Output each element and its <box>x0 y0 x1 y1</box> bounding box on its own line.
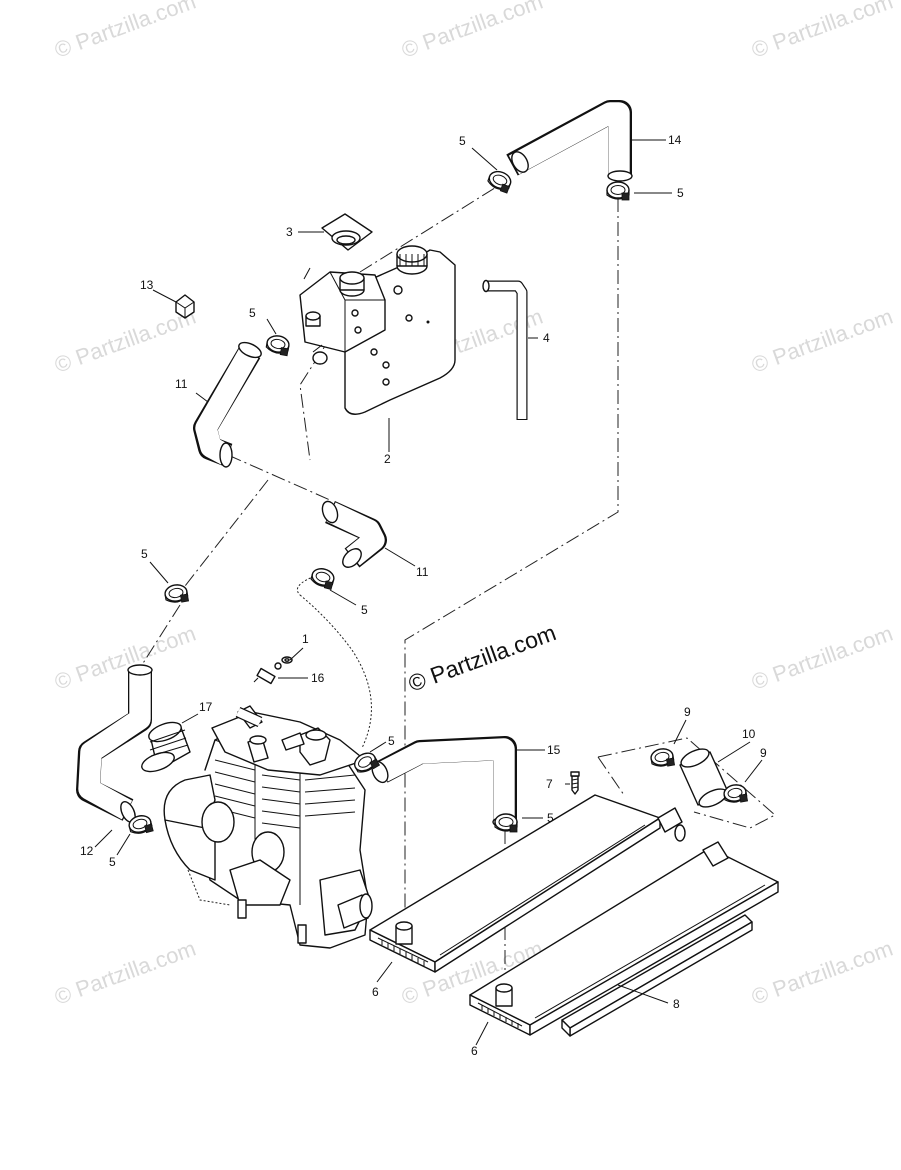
callout-5a: 5 <box>459 134 466 148</box>
callout-numbers: 1 2 3 4 5 5 5 5 5 5 5 5 6 6 7 8 9 9 10 1… <box>80 133 767 1058</box>
callout-1: 1 <box>302 632 309 646</box>
radiator-lower <box>469 841 779 1036</box>
watermark-6: © Partzilla.com <box>748 304 896 378</box>
callout-5h: 5 <box>547 811 554 825</box>
callout-11a: 11 <box>175 377 188 391</box>
callout-2: 2 <box>384 452 391 466</box>
callout-6b: 6 <box>471 1044 478 1058</box>
radiator-upper <box>369 794 686 973</box>
callout-13: 13 <box>140 278 154 292</box>
center-watermark: © Partzilla.com <box>405 619 560 696</box>
clamp-5-middle <box>309 565 337 591</box>
callout-6a: 6 <box>372 985 379 999</box>
watermark-9: © Partzilla.com <box>51 936 199 1010</box>
callout-10: 10 <box>742 727 756 741</box>
callout-3: 3 <box>286 225 293 239</box>
watermark-11: © Partzilla.com <box>748 936 896 1010</box>
clamp-5-lower-center <box>494 813 518 833</box>
callout-15: 15 <box>547 743 561 757</box>
callout-9b: 9 <box>760 746 767 760</box>
callout-8: 8 <box>673 997 680 1011</box>
callout-5d: 5 <box>141 547 148 561</box>
clamp-5-top-right <box>606 181 630 201</box>
clamp-5-top <box>485 168 514 194</box>
clamp-5-left <box>163 582 190 606</box>
callout-17: 17 <box>199 700 213 714</box>
screw-7 <box>570 771 580 795</box>
plug-13 <box>175 294 195 319</box>
hose-12 <box>76 664 153 823</box>
strip-8 <box>561 914 753 1037</box>
watermark-3: © Partzilla.com <box>748 0 896 63</box>
callout-5c: 5 <box>249 306 256 320</box>
engine <box>163 705 373 949</box>
callout-4: 4 <box>543 331 550 345</box>
callout-7: 7 <box>546 777 553 791</box>
radiator-cap <box>321 213 373 251</box>
watermarks: © Partzilla.com © Partzilla.com © Partzi… <box>51 0 896 1010</box>
hose-15 <box>371 736 518 828</box>
callout-5b: 5 <box>677 186 684 200</box>
watermark-4: © Partzilla.com <box>51 304 199 378</box>
callout-12: 12 <box>80 844 94 858</box>
hose-11-lower <box>321 500 387 568</box>
callout-5e: 5 <box>361 603 368 617</box>
clamp-9-right <box>722 782 749 806</box>
watermark-8: © Partzilla.com <box>748 621 896 695</box>
hose-14 <box>506 100 633 182</box>
watermark-1: © Partzilla.com <box>51 0 199 63</box>
callout-5f: 5 <box>388 734 395 748</box>
overflow-tube <box>482 279 528 420</box>
callout-9a: 9 <box>684 705 691 719</box>
clamp-9-left <box>649 746 676 770</box>
callout-5g: 5 <box>109 855 116 869</box>
watermark-7: © Partzilla.com <box>51 621 199 695</box>
callout-14: 14 <box>668 133 682 147</box>
coupler-17 <box>141 721 191 773</box>
watermark-2: © Partzilla.com <box>398 0 546 63</box>
clamp-5-tank <box>264 333 291 357</box>
hose-11-upper <box>193 341 262 468</box>
coolant-tank <box>299 245 456 415</box>
sensor-16 <box>253 662 282 685</box>
leader-lines <box>94 139 763 1046</box>
washer-1 <box>281 656 293 664</box>
callout-11b: 11 <box>416 565 429 579</box>
callout-16: 16 <box>311 671 325 685</box>
connector-10 <box>679 748 729 808</box>
